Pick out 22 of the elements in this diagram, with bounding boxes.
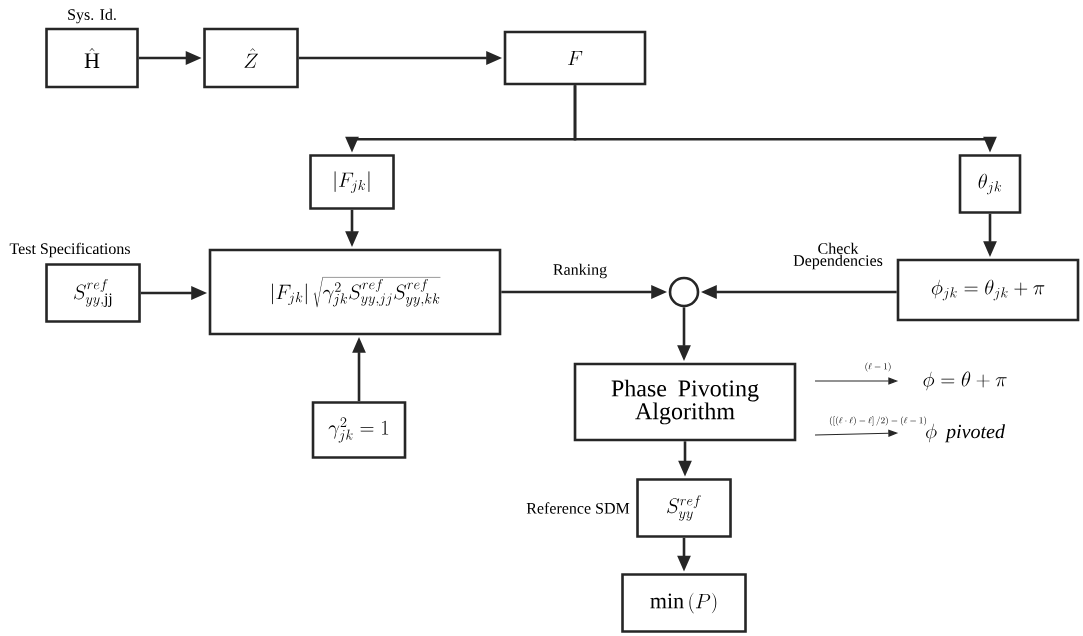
process-box: $\gamma_{jk}^{2}=1$ <box>311 401 407 459</box>
process-box: $\min\left(P\right)$ <box>621 573 747 633</box>
process-box: $S_{yy}^{ref}$ <box>636 478 732 538</box>
annotation: Sys. Id. <box>68 8 116 24</box>
process-box: $\hat{\mathrm{H}}$ <box>45 27 139 89</box>
annotation: Reference SDM <box>526 502 630 514</box>
annotation: Test Specifications <box>9 242 130 258</box>
process-box: $\left|F_{jk}\right|$ <box>309 154 395 210</box>
process-box: $S_{yy,\mathrm{jj}}^{ref}$ <box>45 263 141 323</box>
edge-label: Check Dependencies <box>782 241 894 271</box>
process-box: Phase Pivoting Algorithm <box>573 362 797 442</box>
output-formula: $\phi=\theta+\pi$ <box>923 371 1007 391</box>
summing-junction <box>668 276 700 308</box>
process-box: $\hat{Z}$ <box>203 27 299 89</box>
output-formula: $\phi\ \mathit{pivoted}$ <box>926 423 1005 443</box>
edge-label: Ranking <box>551 262 609 280</box>
process-box: $\left|F_{jk}\right|\sqrt{\gamma_{jk}^{2}S_{yy,jj}^{ref}S_{yy,kk}^{ref}}$ <box>208 248 502 336</box>
edge-label: $(\ell-1)$ <box>863 361 893 373</box>
edge-label: $\left(\left[\left(\ell\cdot\ell\right)-\ell\right]/2\right)-\left(\ell-1\right)$ <box>828 415 928 427</box>
process-box: $\theta_{jk}$ <box>958 154 1022 214</box>
process-box: $\phi_{jk}=\theta_{jk}+\pi$ <box>896 258 1080 322</box>
process-box: $F$ <box>503 30 647 86</box>
